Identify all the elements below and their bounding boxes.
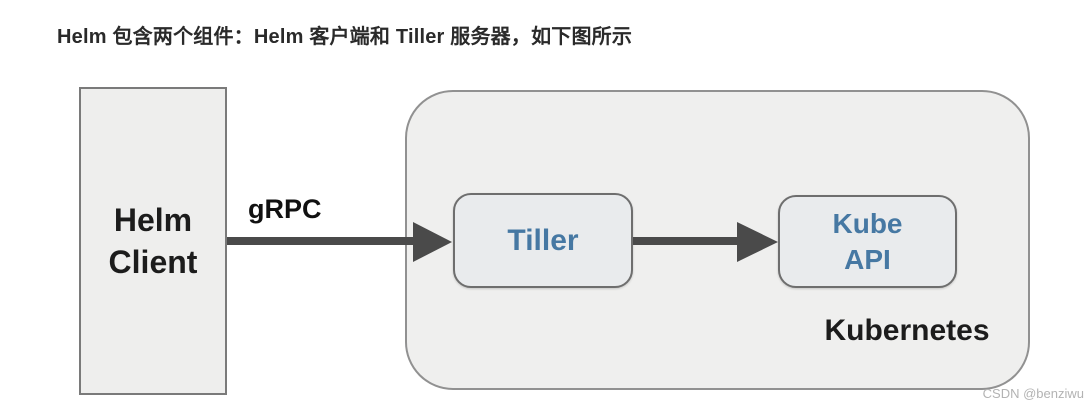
helm-client-label-line2: Client <box>108 244 198 280</box>
helm-client-node: Helm Client <box>79 87 227 395</box>
kubernetes-label: Kubernetes <box>824 314 990 347</box>
grpc-arrow-shaft <box>227 237 414 245</box>
kube-api-node: Kube API <box>778 195 957 288</box>
caption-text: Helm 包含两个组件：Helm 客户端和 Tiller 服务器，如下图所示 <box>57 26 633 48</box>
csdn-watermark: CSDN @benziwu <box>982 386 1084 401</box>
tiller-label: Tiller <box>507 223 579 257</box>
kube-api-label-line2: API <box>844 243 891 275</box>
kube-api-label-line1: Kube <box>832 207 903 239</box>
tiller-to-kubeapi-arrow-shaft <box>633 237 738 245</box>
grpc-arrow-head <box>413 222 452 262</box>
tiller-to-kubeapi-arrow-head <box>737 222 778 262</box>
helm-client-label-line1: Helm <box>113 202 193 238</box>
grpc-edge-label: gRPC <box>248 194 322 224</box>
tiller-node: Tiller <box>453 193 633 288</box>
